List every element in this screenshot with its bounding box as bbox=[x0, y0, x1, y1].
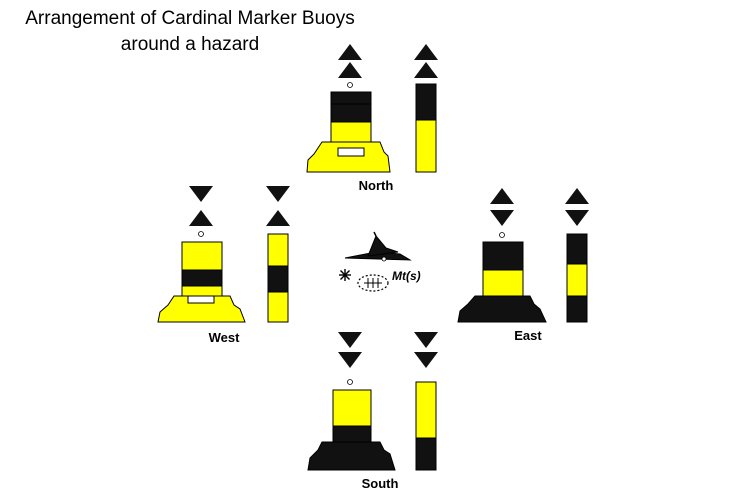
south-spar-yellow bbox=[415, 381, 437, 439]
south-buoy-group: South bbox=[307, 332, 438, 491]
west-buoy-group: West bbox=[157, 186, 290, 345]
east-topmark-lower-cone bbox=[490, 210, 514, 226]
north-band-top bbox=[330, 91, 372, 105]
west-band-top-yellow bbox=[181, 241, 223, 271]
west-spar-buoy bbox=[266, 186, 290, 323]
east-spar-lower-cone bbox=[565, 210, 589, 226]
obstruction-icon bbox=[357, 274, 389, 292]
south-light bbox=[347, 379, 353, 385]
hazard-label: Mt(s) bbox=[392, 269, 421, 283]
diagram-title: Arrangement of Cardinal Marker Buoys aro… bbox=[0, 6, 380, 58]
south-label: South bbox=[362, 476, 399, 491]
west-light bbox=[198, 231, 204, 237]
title-line-1: Arrangement of Cardinal Marker Buoys bbox=[25, 8, 355, 29]
east-topmark-upper-cone bbox=[490, 188, 514, 204]
west-can-buoy bbox=[157, 186, 246, 323]
north-light bbox=[347, 82, 353, 88]
west-spar-upper-cone bbox=[266, 186, 290, 202]
south-hull bbox=[307, 441, 396, 471]
rock-awash-icon bbox=[339, 269, 351, 281]
east-band-yellow bbox=[482, 269, 524, 297]
north-hull bbox=[306, 141, 391, 173]
west-hull-window bbox=[187, 295, 215, 304]
south-can-buoy bbox=[307, 332, 396, 471]
south-spar-black bbox=[415, 437, 437, 471]
east-band-top-black bbox=[482, 241, 524, 271]
west-spar-lower-cone bbox=[266, 210, 290, 226]
south-topmark-upper-cone bbox=[338, 332, 362, 348]
east-spar-yellow bbox=[566, 263, 588, 297]
west-band-black bbox=[181, 269, 223, 287]
south-spar-buoy bbox=[414, 332, 438, 471]
south-spar-upper-cone bbox=[414, 332, 438, 348]
north-buoy-group: North bbox=[306, 44, 438, 193]
north-spar-black bbox=[415, 83, 437, 121]
east-label: East bbox=[514, 328, 542, 343]
west-label: West bbox=[209, 330, 240, 345]
north-topmark-upper-cone bbox=[338, 44, 362, 60]
east-can-buoy bbox=[457, 188, 547, 323]
north-spar-buoy bbox=[414, 44, 438, 173]
east-hull bbox=[457, 295, 547, 323]
north-label: North bbox=[359, 178, 394, 193]
title-line-2: around a hazard bbox=[120, 34, 260, 55]
north-spar-upper-cone bbox=[414, 44, 438, 60]
south-band-black bbox=[332, 425, 372, 443]
east-spar-upper-cone bbox=[565, 188, 589, 204]
north-spar-lower-cone bbox=[414, 62, 438, 78]
north-can-buoy bbox=[306, 44, 391, 173]
hazard-symbol-group: Mt(s) bbox=[339, 231, 421, 292]
east-buoy-group: East bbox=[457, 188, 589, 343]
north-band-mid bbox=[330, 103, 372, 123]
north-band-yellow bbox=[330, 121, 372, 143]
north-hull-window bbox=[337, 147, 365, 157]
north-spar-yellow bbox=[415, 119, 437, 173]
west-hull bbox=[157, 295, 246, 323]
east-light bbox=[499, 232, 505, 238]
south-topmark-lower-cone bbox=[338, 352, 362, 368]
west-spar-yellow-top bbox=[267, 233, 289, 267]
west-spar-black bbox=[267, 265, 289, 293]
east-spar-buoy bbox=[565, 188, 589, 323]
east-spar-black-bottom bbox=[566, 295, 588, 323]
wreck-icon bbox=[344, 231, 412, 262]
west-topmark-upper-cone bbox=[189, 186, 213, 202]
south-spar-lower-cone bbox=[414, 352, 438, 368]
south-band-yellow bbox=[332, 389, 372, 427]
west-spar-yellow-bottom bbox=[267, 291, 289, 323]
west-topmark-lower-cone bbox=[189, 210, 213, 226]
east-spar-black-top bbox=[566, 233, 588, 265]
west-band-bottom-yellow bbox=[181, 285, 223, 297]
north-topmark-lower-cone bbox=[338, 62, 362, 78]
